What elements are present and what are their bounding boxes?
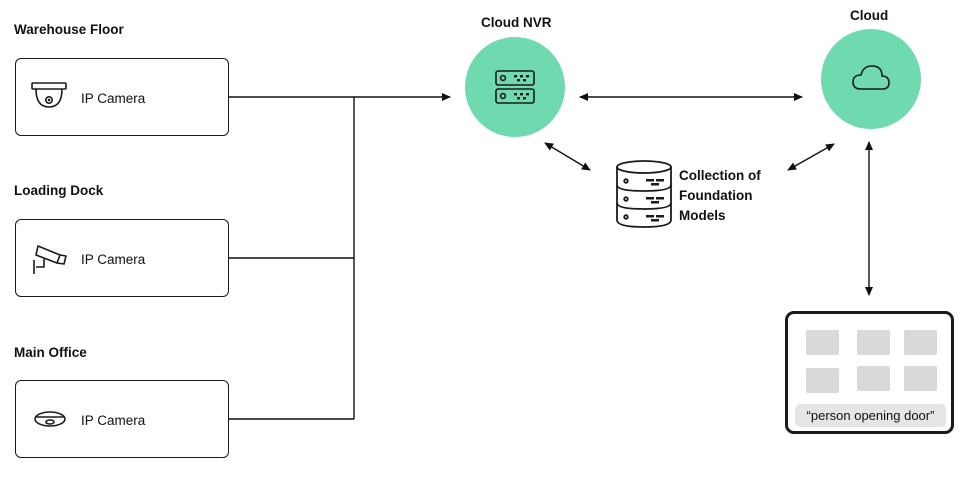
cloud-node[interactable] <box>821 29 921 129</box>
cloud-title: Cloud <box>850 8 889 23</box>
cloud-icon <box>852 65 890 90</box>
result-thumbnail[interactable] <box>904 366 937 391</box>
nvr-node[interactable] <box>465 37 565 137</box>
server-rack-icon <box>495 70 535 104</box>
camera-label: IP Camera <box>81 413 146 428</box>
search-results-panel: “person opening door” <box>785 311 954 434</box>
models-label-line-1: Collection of <box>679 168 761 183</box>
models-label-line-2: Foundation <box>679 188 753 203</box>
nvr-title: Cloud NVR <box>481 15 552 30</box>
result-thumbnail[interactable] <box>857 366 890 391</box>
models-label-line-3: Models <box>679 208 726 223</box>
models-label: Collection of Foundation Models <box>679 166 761 226</box>
section-title-warehouse: Warehouse Floor <box>14 22 124 37</box>
result-thumbnail[interactable] <box>857 330 890 355</box>
database-icon <box>616 160 672 228</box>
camera-label: IP Camera <box>81 91 146 106</box>
camera-box-main-office[interactable]: IP Camera <box>15 380 229 458</box>
camera-box-loading-dock[interactable]: IP Camera <box>15 219 229 297</box>
search-query[interactable]: “person opening door” <box>795 404 946 427</box>
result-thumbnail[interactable] <box>806 368 839 393</box>
result-thumbnail[interactable] <box>904 330 937 355</box>
camera-box-warehouse[interactable]: IP Camera <box>15 58 229 136</box>
section-title-main-office: Main Office <box>14 345 87 360</box>
dome-camera-icon <box>31 82 67 108</box>
section-title-loading-dock: Loading Dock <box>14 183 104 198</box>
bullet-camera-icon <box>33 245 67 274</box>
camera-label: IP Camera <box>81 252 146 267</box>
ceiling-camera-icon <box>34 411 66 427</box>
result-thumbnail[interactable] <box>806 330 839 355</box>
